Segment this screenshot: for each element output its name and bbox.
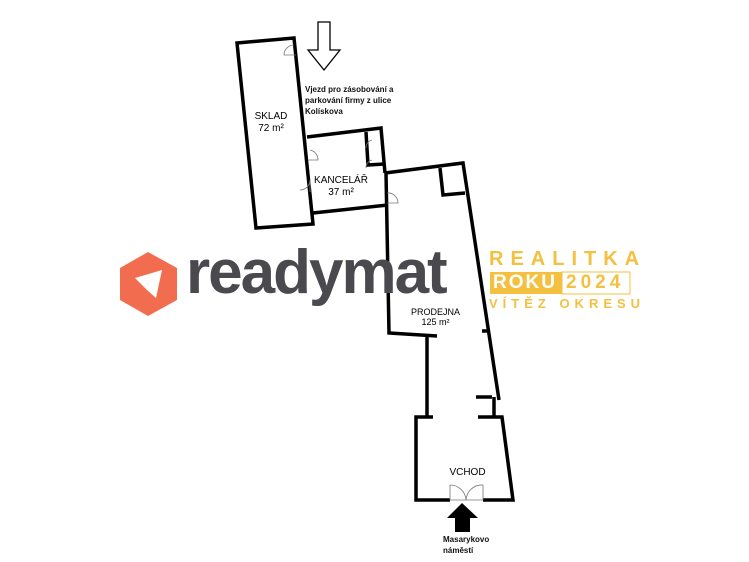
badge-year: 2024 bbox=[566, 272, 625, 293]
door-swings bbox=[283, 44, 484, 501]
brand-logo-icon bbox=[120, 252, 177, 316]
room-area: 72 m² bbox=[258, 123, 284, 134]
closet-walls bbox=[364, 131, 384, 167]
badge-roku: ROKU bbox=[493, 272, 557, 293]
prodejna-left-wall bbox=[384, 172, 438, 338]
room-kancelar: KANCELÁŘ 37 m² bbox=[306, 175, 376, 199]
badge-line1: REALITKA bbox=[489, 248, 647, 270]
room-area: 125 m² bbox=[421, 317, 450, 327]
badge-line3: VÍTĚZ OKRESU bbox=[489, 296, 646, 311]
delivery-note: Vjezd pro zásobování a parkování firmy z… bbox=[305, 85, 394, 116]
room-area: 37 m² bbox=[328, 187, 354, 198]
room-prodejna: PRODEJNA 125 m² bbox=[398, 307, 473, 327]
entrance-arrow-icon bbox=[447, 503, 478, 532]
prodejna-walls bbox=[384, 161, 501, 401]
kancelar-bottom-wall bbox=[312, 203, 389, 215]
prodejna-box bbox=[438, 167, 466, 197]
room-name: KANCELÁŘ bbox=[314, 175, 368, 186]
badge-year-box bbox=[561, 271, 631, 295]
delivery-arrow-icon bbox=[306, 21, 342, 72]
vchod-walls bbox=[414, 415, 450, 502]
entrance-note: Masarykovo náměstí bbox=[443, 535, 490, 555]
room-name: SKLAD bbox=[254, 111, 288, 122]
watermark-brand: readymat bbox=[186, 238, 448, 307]
room-vchod: VCHOD bbox=[449, 467, 486, 478]
vchod-right-walls bbox=[478, 415, 515, 502]
badge-roku-box bbox=[490, 272, 562, 294]
sklad-walls bbox=[235, 36, 315, 230]
room-sklad: SKLAD 72 m² bbox=[246, 111, 296, 135]
kancelar-walls bbox=[306, 126, 387, 174]
room-name: PRODEJNA bbox=[410, 307, 460, 317]
